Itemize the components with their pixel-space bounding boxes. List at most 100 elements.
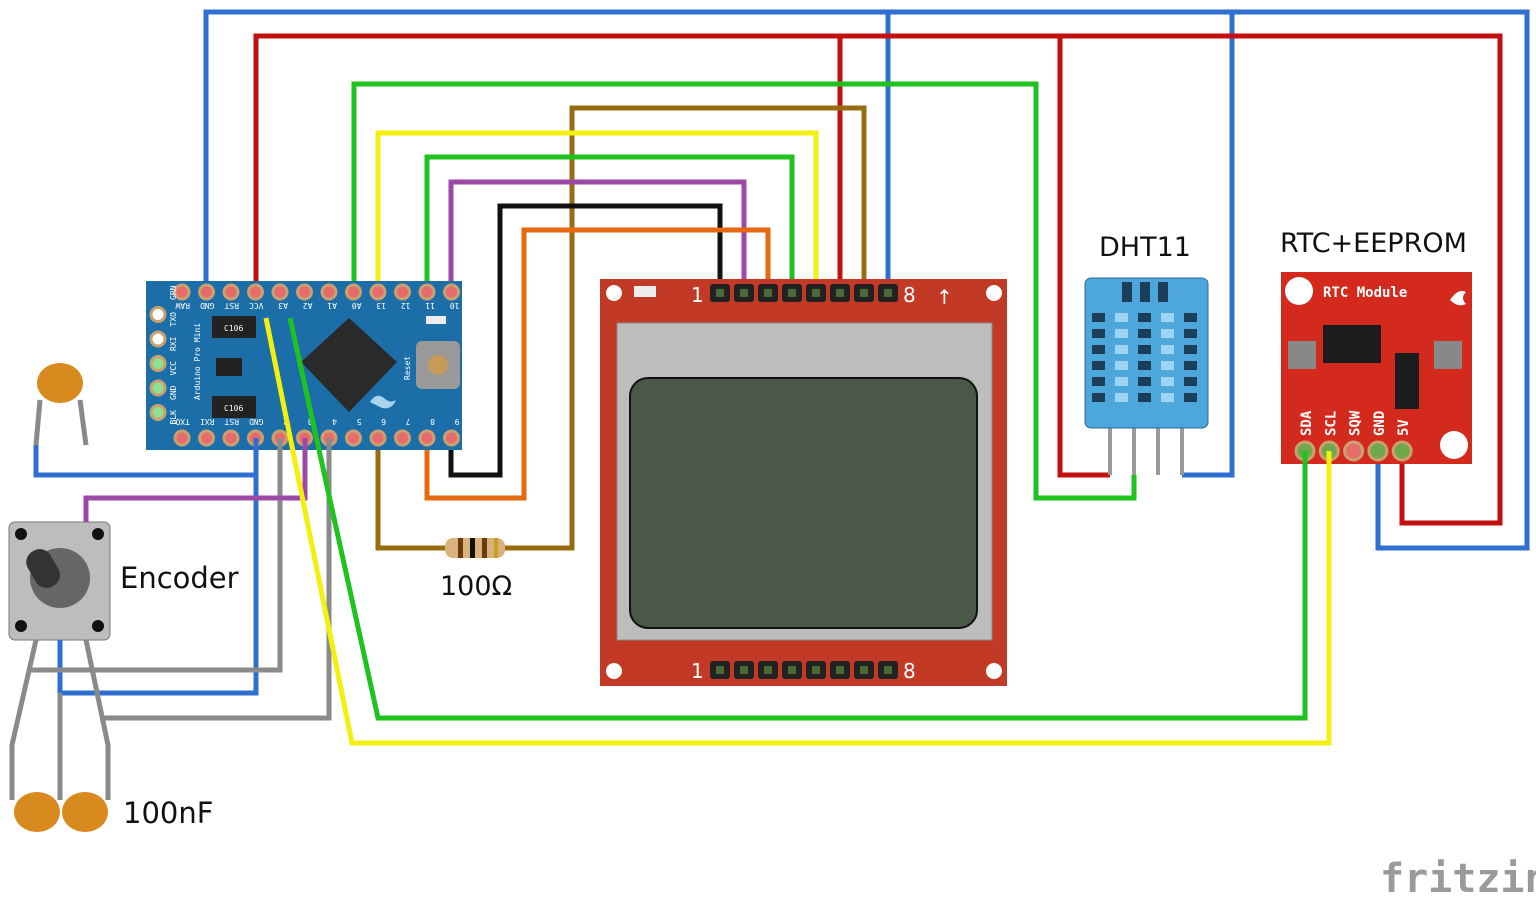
pin-side-gnd[interactable] (149, 379, 167, 397)
pin-side-vcc[interactable] (149, 355, 167, 372)
dht-vent (1138, 345, 1151, 354)
lcd-pin-pad (884, 666, 892, 674)
wire-d9-lcd[interactable] (448, 203, 723, 478)
resistor-label: 100Ω (440, 571, 512, 602)
capacitor-label: 100nF (123, 796, 213, 830)
dht-vent (1161, 313, 1174, 322)
lcd-pin-pad (740, 666, 748, 674)
pin-rxi[interactable] (198, 429, 215, 447)
pin-label: GND (200, 301, 215, 310)
lcd-pin-pad (812, 666, 820, 674)
pin-a3[interactable] (271, 283, 289, 301)
lcd-pin-pad (788, 666, 796, 674)
sparkfun-flame-icon (370, 395, 396, 409)
pin-rst[interactable] (222, 429, 240, 447)
wire-enc-d3[interactable] (83, 438, 308, 522)
encoder-knob (26, 549, 60, 588)
dht-vent (1138, 361, 1151, 370)
lcd-pin8-top: 8 (903, 283, 916, 307)
pin-side-blk[interactable] (149, 404, 167, 421)
wire-vcc-dht[interactable] (1057, 36, 1110, 478)
pin-6[interactable] (369, 429, 387, 447)
pin-label: 3 (308, 417, 313, 426)
pin-side-txo[interactable] (149, 306, 167, 323)
wire-d13-lcd[interactable] (375, 130, 819, 293)
dht-vent (1138, 377, 1151, 386)
wire-enc-gnd-2[interactable] (57, 475, 259, 696)
wire-backlight[interactable] (505, 105, 867, 551)
dht-vent (1115, 329, 1128, 338)
dht-vent (1115, 361, 1128, 370)
arrow-up-icon: ↑ (936, 285, 953, 309)
wire-gnd-dht[interactable] (1182, 12, 1235, 478)
wire-vcc-rtc[interactable] (253, 33, 1503, 526)
reset-label: Reset (403, 356, 412, 380)
resistor-100ohm[interactable]: 100Ω (440, 538, 512, 602)
pin-label: 12 (401, 301, 411, 310)
rtc-pin-label: 5V (1396, 419, 1412, 436)
rtc-pin-5v[interactable] (1391, 440, 1413, 462)
pin-vcc[interactable] (247, 283, 264, 301)
pin-label: RAW (175, 301, 190, 310)
wire-a0-dht[interactable] (351, 81, 1137, 501)
lcd-pin-pad (716, 289, 724, 297)
pin-label: RXI (169, 336, 178, 351)
pad (1434, 341, 1462, 369)
pin-11[interactable] (418, 283, 436, 301)
wire-enc-cap-c[interactable] (83, 639, 111, 800)
pin-raw[interactable] (173, 283, 191, 301)
rtc-pin-label: SDA (1299, 410, 1315, 436)
nokia-lcd-module[interactable]: 1 8 ↑ 1 8 (600, 279, 1007, 686)
dht-vent (1161, 377, 1174, 386)
dht-vent (1092, 377, 1105, 386)
regulator (216, 358, 242, 376)
pin-10[interactable] (443, 283, 460, 301)
dht-vent (1184, 345, 1197, 354)
wire-d6-resistor[interactable] (375, 438, 445, 551)
wire-enc-gnd-1[interactable] (33, 438, 259, 478)
pin-txo[interactable] (173, 429, 191, 447)
wire-a2-sda[interactable] (287, 317, 1308, 721)
rtc-pin-label: SCL (1323, 411, 1339, 436)
rtc-pin-gnd[interactable] (1367, 440, 1389, 462)
wire-enc-d2[interactable] (30, 438, 283, 673)
dht-vent (1092, 393, 1105, 402)
pin-7[interactable] (394, 429, 411, 447)
lcd-pin-pad (764, 666, 772, 674)
pin-8[interactable] (418, 429, 436, 447)
pin-gnd[interactable] (198, 283, 215, 301)
chip-label-2: C106 (224, 404, 243, 413)
pin-12[interactable] (394, 283, 411, 301)
pin-label: 5 (357, 417, 362, 426)
wire-enc-cap-a[interactable] (9, 639, 39, 800)
pin-9[interactable] (443, 429, 460, 447)
pin-a2[interactable] (296, 283, 313, 301)
rtc-pin-label: GND (1372, 411, 1388, 436)
pin-label: RXI (200, 417, 215, 426)
wire-d10-lcd[interactable] (448, 179, 747, 293)
pin-label: 13 (376, 301, 386, 310)
wire-d8-lcd[interactable] (424, 227, 771, 501)
pin-side-rxi[interactable] (149, 330, 167, 348)
dht11-sensor[interactable]: DHT11 (1084, 232, 1209, 475)
pin-13[interactable] (369, 283, 387, 301)
pin-rst[interactable] (222, 283, 240, 301)
lcd-pin-pad (836, 289, 844, 297)
pin-label: RST (224, 417, 239, 426)
wire-gnd-rtc[interactable] (203, 9, 1530, 551)
wire-enc-d4[interactable] (104, 438, 332, 721)
rotary-encoder[interactable]: Encoder (8, 521, 239, 641)
wire-a3-scl[interactable] (263, 317, 1332, 746)
capacitor-encoder (33, 363, 89, 446)
lcd-pin1-top: 1 (691, 283, 704, 307)
wires-over (9, 317, 1332, 800)
pin-5[interactable] (345, 429, 362, 447)
wire-d11-lcd[interactable] (424, 154, 795, 293)
dht-vent (1092, 329, 1105, 338)
rtc-pin-sqw[interactable] (1343, 440, 1365, 462)
pin-a1[interactable] (320, 283, 338, 301)
pin-a0[interactable] (345, 283, 362, 301)
